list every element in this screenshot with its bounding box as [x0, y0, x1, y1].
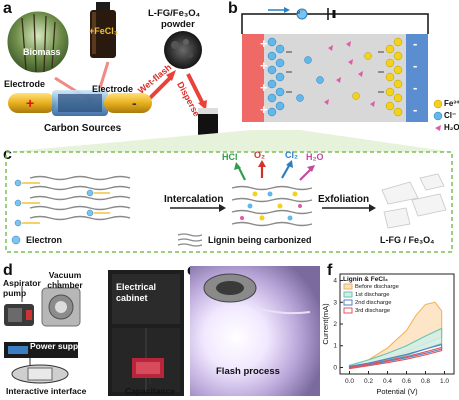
panel-b-cell [241, 7, 443, 131]
x-tick-label: 0.2 [364, 378, 373, 385]
electrical-cabinet-label: Electrical cabinet [116, 282, 157, 303]
gas-o2: O₂ [254, 150, 265, 160]
capacitor-bank [132, 358, 164, 378]
legend-entry: Before discharge [355, 284, 399, 290]
aspirator-pump [4, 304, 34, 326]
x-tick-label: 0.0 [345, 378, 354, 385]
anode-plus-4: + [260, 102, 268, 117]
panel-c-letter: c [3, 146, 12, 163]
carbon-sources-label: Carbon Sources [44, 123, 122, 134]
series-loop-4 [348, 346, 443, 370]
fecl3-bottle [90, 2, 116, 58]
x-tick-label: 0.4 [383, 378, 392, 385]
electron-legend-label: Electron [26, 235, 63, 245]
biomass-label: Biomass [23, 47, 61, 57]
dispersion-vial [198, 108, 218, 138]
anode-plus-2: + [260, 58, 268, 73]
panel-f-letter: f [327, 262, 333, 279]
x-axis-label: Potential (V) [376, 387, 418, 396]
gas-hcl: HCl [222, 152, 238, 162]
biomass-circle [6, 10, 70, 74]
capacitance-label: Capacitance [125, 386, 176, 396]
y-tick-label: 4 [333, 278, 337, 285]
y-tick-label: 0 [333, 364, 337, 371]
cathode-minus-2: - [413, 58, 418, 73]
anode-plus-1: + [260, 36, 268, 51]
lignin-legend-label: Lignin being carbonized [208, 235, 312, 245]
powder-label-1: L-FG/Fe₃O₄ [148, 8, 201, 19]
iron-ions [352, 37, 403, 117]
cathode-minus-3: - [413, 80, 418, 95]
y-tick-label: 3 [333, 299, 337, 306]
electron-symbol: e⁻ [297, 10, 304, 16]
panel-c-scheme [5, 130, 453, 253]
electron-dots [14, 179, 94, 227]
power-supply-unit [4, 342, 78, 358]
svg-text:+: + [26, 95, 34, 111]
chloride-ions [267, 37, 324, 117]
exfoliation-label: Exfoliation [318, 194, 370, 205]
legend-h2o: H₂O [444, 123, 459, 132]
legend-entry: 1st discharge [355, 292, 389, 298]
panel-d-equipment [4, 270, 184, 396]
electrode-right-label: Electrode [92, 84, 134, 94]
gas-cl2: Cl₂ [285, 150, 298, 160]
fecl3-label: +FeCl₃ [89, 26, 118, 36]
x-tick-label: 1.0 [440, 378, 449, 385]
x-tick-label: 0.8 [421, 378, 430, 385]
panel-a-letter: a [3, 0, 12, 17]
powder-pile [164, 31, 202, 69]
vacuum-chamber [41, 287, 81, 327]
panel-d-letter: d [3, 262, 13, 279]
power-supply-label: Power supply [30, 341, 86, 351]
anode-plus-3: + [260, 80, 268, 95]
aspirator-pump-label: Aspirator pump [3, 278, 41, 298]
legend-swatch [343, 299, 353, 306]
legend-fe: Fe³⁺ [444, 99, 459, 108]
svg-text:-: - [132, 95, 137, 111]
cathode-minus-1: - [413, 36, 418, 51]
flash-process-label: Flash process [216, 366, 280, 377]
vacuum-chamber-label: Vacuum chamber [47, 270, 83, 290]
legend-cl: Cl⁻ [444, 111, 457, 120]
y-tick-label: 2 [333, 321, 337, 328]
panel-e-photo [190, 266, 320, 396]
electrode-left-label: Electrode [4, 79, 46, 89]
cathode-minus-4: - [413, 102, 418, 117]
legend-swatch [343, 283, 353, 290]
graphene-flakes [381, 173, 447, 229]
chamber-device [203, 273, 257, 303]
powder-label-2: powder [161, 19, 195, 30]
legend-swatch [343, 291, 353, 298]
intercalation-label: Intercalation [164, 194, 224, 205]
panel-a-art: + - [6, 2, 218, 138]
chart-title: Lignin & FeCl₃ [343, 276, 388, 283]
y-tick-label: 1 [333, 343, 337, 350]
lignin-stack [29, 175, 131, 221]
product-label: L-FG / Fe₃O₄ [380, 235, 435, 245]
gas-h2o: H₂O [306, 152, 324, 162]
water-molecules [324, 41, 375, 107]
x-tick-label: 0.6 [402, 378, 411, 385]
legend-entry: 3rd discharge [355, 308, 390, 314]
y-axis-label: Current(mA) [322, 303, 330, 345]
electrode-assembly: + - [8, 90, 152, 116]
legend-swatch [343, 307, 353, 314]
legend-entry: 2nd discharge [355, 300, 391, 306]
interactive-interface-screen [11, 364, 69, 384]
panel-b-letter: b [228, 0, 238, 17]
interactive-interface-label: Interactive interface [6, 386, 87, 396]
